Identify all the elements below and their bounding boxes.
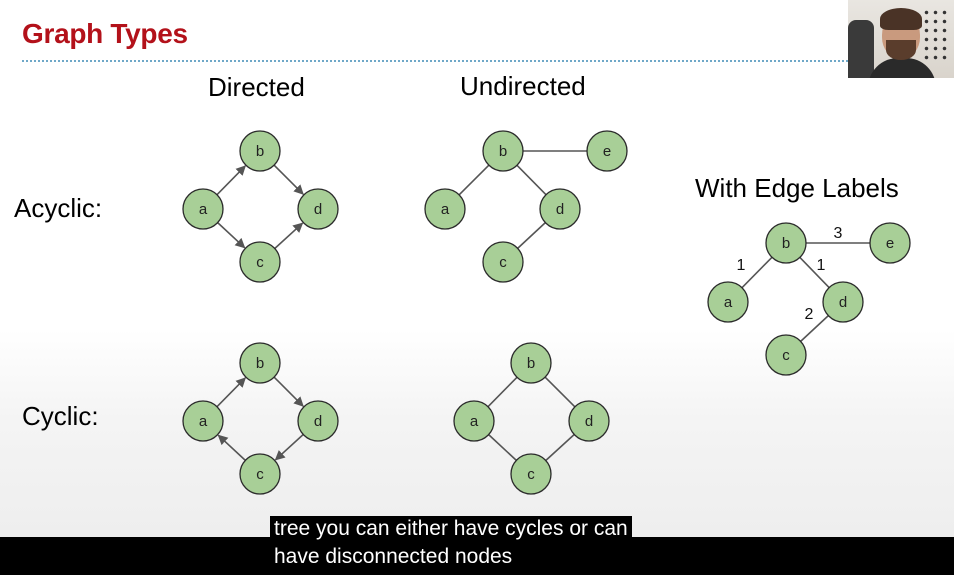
edge-a-b [487,376,518,408]
edge-a-b [216,165,246,196]
node-c [765,334,807,376]
edge-d-c [545,433,575,462]
edge-d-c [517,222,546,249]
node-a [707,281,749,323]
edge-b-d [273,376,304,407]
column-heading-edge-labels: With Edge Labels [695,173,899,203]
column-heading-undirected: Undirected [460,71,586,101]
edge-b-d [516,164,547,196]
node-b [482,130,524,172]
edge-a-b [216,377,246,408]
edge-d-c [274,433,304,461]
column-heading-directed: Directed [208,72,305,102]
node-d [568,400,610,442]
node-d [297,400,339,442]
node-b [765,222,807,264]
node-label-b: b [527,355,535,372]
node-label-a: a [199,413,208,430]
node-c [239,241,281,283]
node-d [297,188,339,230]
node-label-e: e [886,235,894,252]
node-label-d: d [314,413,322,430]
node-b [510,342,552,384]
edge-c-d [274,222,304,250]
node-label-d: d [839,294,847,311]
node-label-d: d [556,201,564,218]
edge-b-d [799,256,830,289]
node-d [539,188,581,230]
webcam-person-hair [880,8,922,30]
edge-weight-b-a: 1 [737,257,746,274]
node-b [239,342,281,384]
webcam-person-body [868,58,936,78]
edge-c-a [488,434,517,461]
node-label-a: a [470,413,479,430]
node-label-a: a [441,201,450,218]
node-label-d: d [585,413,593,430]
node-label-b: b [499,143,507,160]
node-a [424,188,466,230]
node-label-a: a [199,201,208,218]
node-label-a: a [724,294,733,311]
node-label-b: b [782,235,790,252]
edge-b-a [458,164,490,196]
row-heading-cyclic: Cyclic: [22,401,99,431]
title-divider [22,60,848,62]
webcam-wall-decor [922,8,948,60]
node-a [182,400,224,442]
slide-title: Graph Types [22,18,188,49]
graph-undirected-acyclic: a b c d e [424,130,628,283]
edge-b-a [741,256,773,289]
node-label-c: c [256,254,264,271]
node-label-c: c [256,466,264,483]
edge-b-d [544,376,576,408]
node-c [482,241,524,283]
presenter-webcam [848,0,954,78]
row-heading-acyclic: Acyclic: [14,193,103,223]
node-c [510,453,552,495]
node-label-d: d [314,201,322,218]
node-a [453,400,495,442]
edge-weight-d-c: 2 [805,306,814,323]
webcam-person-beard [886,40,916,60]
node-label-e: e [603,143,611,160]
edge-b-d [273,164,304,195]
edge-a-c [217,222,246,249]
node-e [586,130,628,172]
node-d [822,281,864,323]
graph-directed-cyclic: a b c d [182,342,339,495]
edge-weight-b-e: 3 [834,225,843,242]
graph-directed-acyclic: a b c d [182,130,339,283]
caption-line-2: have disconnected nodes [270,544,517,570]
node-c [239,453,281,495]
edge-weight-b-d: 1 [817,257,826,274]
edge-c-a [217,434,246,461]
node-label-c: c [527,466,535,483]
node-e [869,222,911,264]
caption-line-1: tree you can either have cycles or can [270,516,632,542]
node-label-b: b [256,355,264,372]
node-label-c: c [499,254,507,271]
node-label-b: b [256,143,264,160]
graph-undirected-cyclic: a b c d [453,342,610,495]
node-label-c: c [782,347,790,364]
node-b [239,130,281,172]
edge-d-c [800,315,829,342]
node-a [182,188,224,230]
webcam-chair [848,20,874,78]
